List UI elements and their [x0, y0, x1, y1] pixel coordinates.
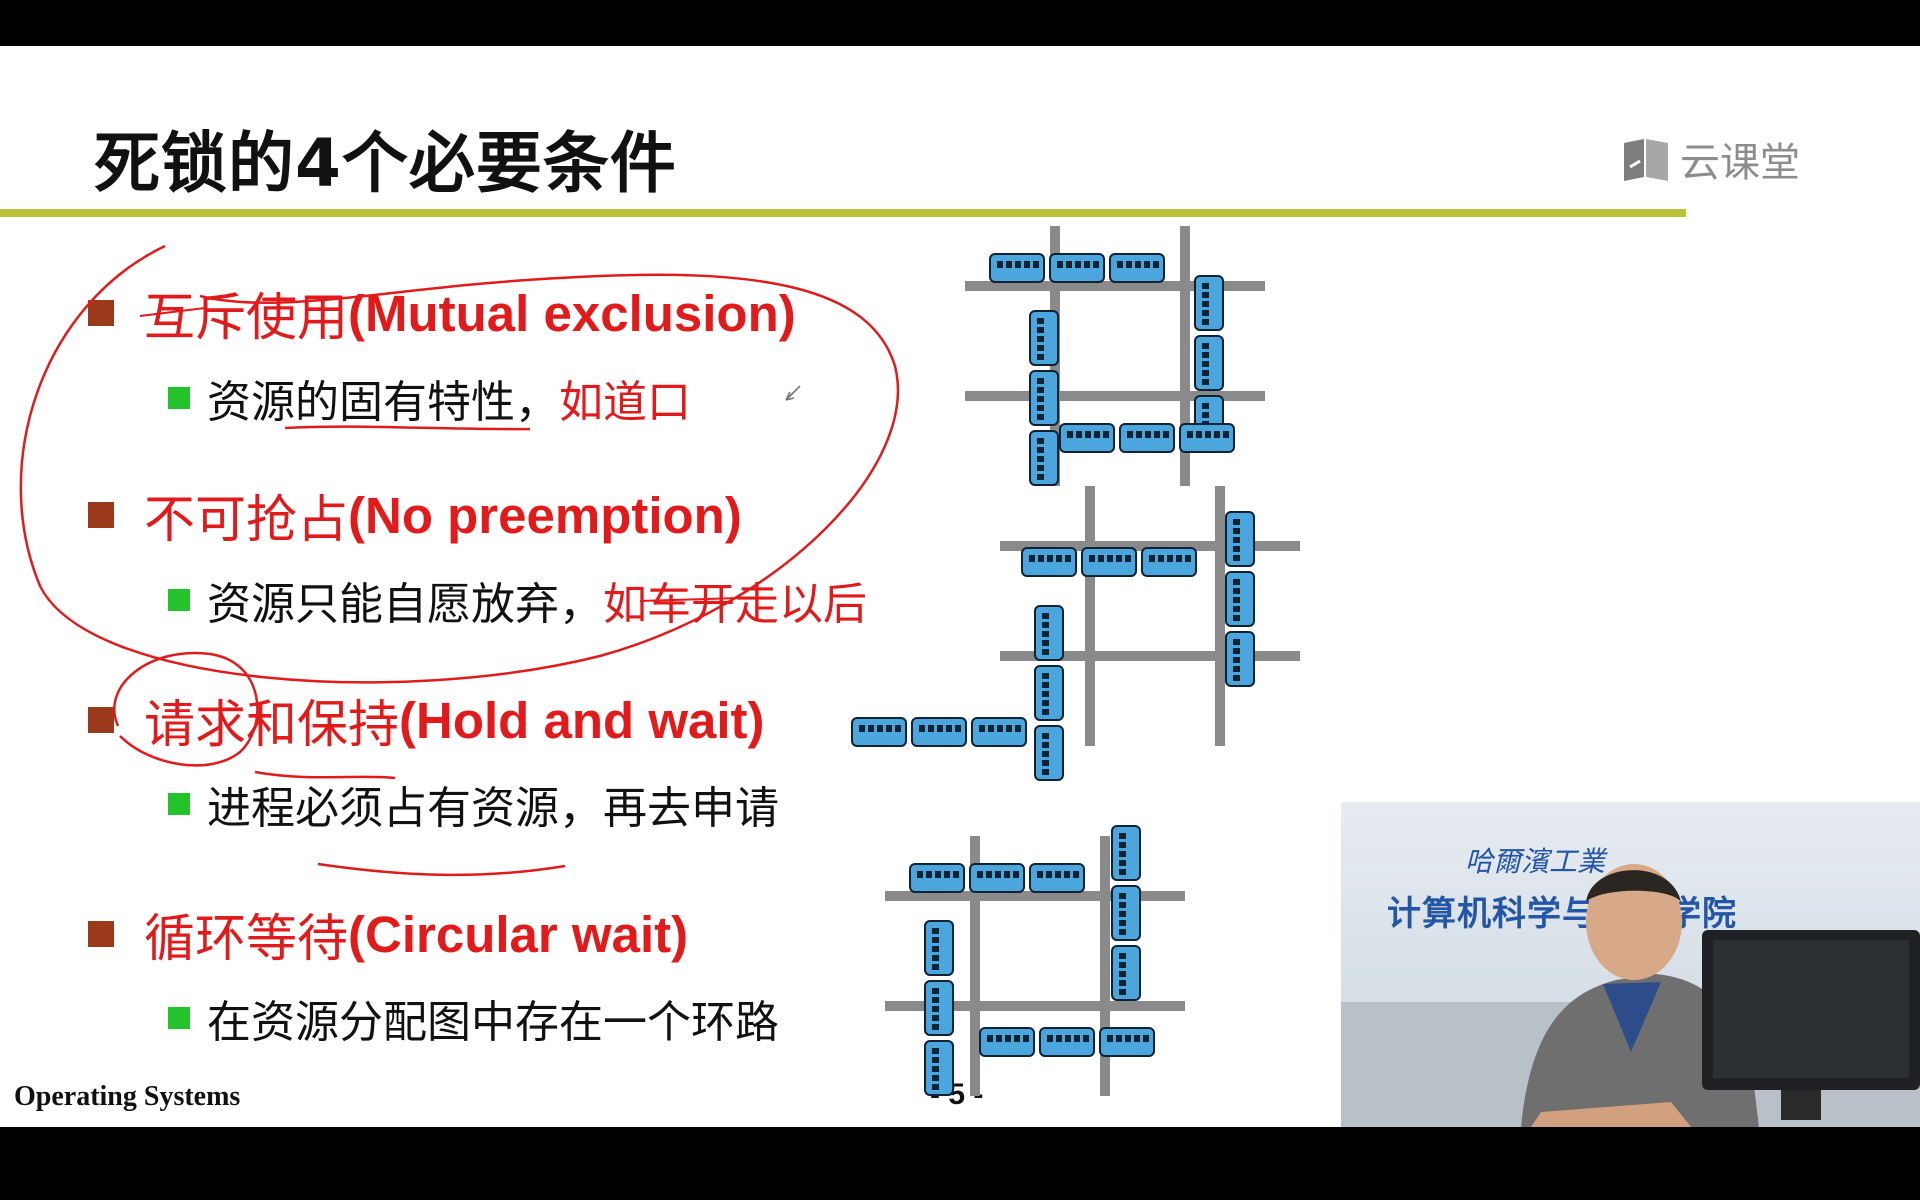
bullet-square	[88, 707, 114, 733]
pen-cursor-icon	[785, 385, 801, 401]
pen-strike	[139, 307, 206, 317]
webcam-video: 哈爾濱工業 计算机科学与技术学院	[1341, 802, 1920, 1127]
sub-bullet-square	[168, 793, 190, 815]
condition-desc: 在资源分配图中存在一个环路	[168, 986, 779, 1050]
condition-cn: 循环等待	[144, 910, 349, 969]
condition-desc: 资源只能自愿放弃， 如车开走以后	[168, 568, 867, 632]
train-car	[1029, 370, 1059, 426]
condition-desc: 进程必须占有资源，再去申请	[168, 772, 779, 836]
condition-en: (No preemption)	[348, 486, 742, 544]
train-car	[1029, 863, 1085, 893]
gridlock-diagram-2	[851, 486, 1300, 781]
train-car	[924, 920, 954, 976]
train-car	[1119, 423, 1175, 453]
train-car	[1081, 547, 1137, 577]
desc-text: 资源的固有特性，	[207, 377, 559, 428]
desc-text: 进程必须占有资源，再去申请	[207, 783, 779, 834]
train-car	[1194, 275, 1224, 331]
train-car	[1111, 825, 1141, 881]
condition-en: (Mutual exclusion)	[348, 284, 796, 342]
train-car	[1021, 547, 1077, 577]
condition-no-preemption: 不可抢占 (No preemption)	[88, 478, 742, 552]
book-icon	[1624, 139, 1668, 181]
pen-circle-annotation	[113, 651, 259, 767]
condition-en: (Circular wait)	[348, 905, 689, 963]
train-car	[924, 980, 954, 1036]
condition-circular-wait: 循环等待 (Circular wait)	[88, 897, 688, 971]
brand-name: 云课堂	[1680, 140, 1800, 186]
train-car	[971, 717, 1027, 747]
gridlock-diagram-1	[965, 226, 1265, 486]
train-car	[1225, 511, 1255, 567]
train-car	[851, 717, 907, 747]
sub-bullet-square	[168, 387, 190, 409]
train-car	[1034, 725, 1064, 781]
train-car	[1225, 571, 1255, 627]
university-sign: 哈爾濱工業	[1465, 845, 1606, 878]
condition-cn: 互斥使用	[144, 289, 349, 348]
train-car	[1029, 430, 1059, 486]
bullet-square	[88, 502, 114, 528]
pen-circle-annotation	[19, 244, 900, 684]
condition-cn: 不可抢占	[144, 491, 349, 550]
train-car	[1225, 631, 1255, 687]
desc-example: 如车开走以后	[603, 579, 867, 630]
train-car	[1194, 335, 1224, 391]
pen-underline	[254, 770, 396, 780]
train-car	[1109, 253, 1165, 283]
train-car	[979, 1027, 1035, 1057]
pen-underline	[317, 862, 566, 877]
condition-cn: 请求和保持	[144, 696, 400, 755]
train-car	[1034, 605, 1064, 661]
course-name: Operating Systems	[14, 1081, 241, 1112]
train-car	[969, 863, 1025, 893]
bullet-square	[88, 921, 114, 947]
train-car	[924, 1040, 954, 1096]
pen-underline	[284, 425, 531, 431]
desc-example: 如道口	[559, 377, 691, 428]
train-car	[909, 863, 965, 893]
condition-desc: 资源的固有特性， 如道口	[168, 366, 691, 430]
slide-title: 死锁的4个必要条件	[94, 125, 677, 202]
bullet-square	[88, 300, 114, 326]
condition-en: (Hold and wait)	[399, 691, 765, 749]
brand-logo: 云课堂	[1622, 130, 1800, 188]
lecturer-figure	[1341, 864, 1920, 1127]
train-car	[1039, 1027, 1095, 1057]
pen-annotations	[19, 244, 900, 877]
sub-bullet-square	[168, 589, 190, 611]
train-car	[1029, 310, 1059, 366]
train-car	[1179, 423, 1235, 453]
title-divider	[0, 209, 1686, 217]
train-car	[1141, 547, 1197, 577]
desc-text: 资源只能自愿放弃，	[207, 579, 603, 630]
train-car	[989, 253, 1045, 283]
lecture-slide: 死锁的4个必要条件 云课堂 互斥使用 (Mutual exclusion) 资源…	[0, 46, 1920, 1127]
desc-text: 在资源分配图中存在一个环路	[207, 997, 779, 1048]
train-car	[911, 717, 967, 747]
sub-bullet-square	[168, 1007, 190, 1029]
gridlock-diagram-3	[885, 825, 1185, 1096]
train-car	[1099, 1027, 1155, 1057]
train-car	[1034, 665, 1064, 721]
train-car	[1049, 253, 1105, 283]
train-car	[1111, 885, 1141, 941]
condition-hold-and-wait: 请求和保持 (Hold and wait)	[88, 683, 764, 757]
pen-strike	[639, 597, 741, 602]
train-car	[1059, 423, 1115, 453]
train-car	[1111, 945, 1141, 1001]
condition-mutual-exclusion: 互斥使用 (Mutual exclusion)	[88, 276, 796, 350]
